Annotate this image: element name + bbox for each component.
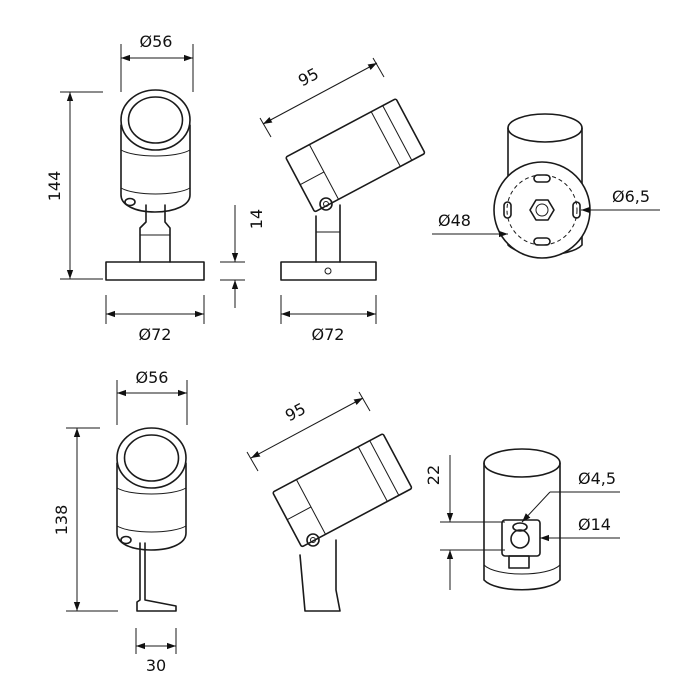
view-side-base-mount: 95 14 Ø72 bbox=[220, 57, 426, 344]
view-spike-back: 22 Ø4,5 Ø14 bbox=[424, 448, 620, 591]
v4-head-diameter-label: Ø56 bbox=[136, 368, 169, 387]
v4-spike-offset-label: 30 bbox=[146, 656, 166, 675]
v3-bolt-circle-label: Ø48 bbox=[438, 211, 471, 230]
v3-hole-label: Ø6,5 bbox=[612, 187, 650, 206]
v2-base-diameter-label: Ø72 bbox=[312, 325, 345, 344]
view-front-spike: Ø56 138 30 bbox=[52, 368, 188, 675]
v1-head-diameter-label: Ø56 bbox=[140, 32, 173, 51]
v1-height-label: 144 bbox=[45, 171, 64, 202]
v6-bracket-label: Ø14 bbox=[578, 515, 611, 534]
v6-offset-label: 22 bbox=[424, 465, 443, 485]
v4-height-label: 138 bbox=[52, 505, 71, 536]
v5-length-label: 95 bbox=[282, 399, 309, 425]
view-base-bottom: Ø6,5 Ø48 bbox=[432, 113, 660, 259]
v2-base-thickness-label: 14 bbox=[247, 209, 266, 229]
view-front-base-mount: Ø56 144 Ø72 bbox=[45, 32, 205, 344]
v1-base-diameter-label: Ø72 bbox=[139, 325, 172, 344]
v6-hole-label: Ø4,5 bbox=[578, 469, 616, 488]
view-side-spike: 95 bbox=[246, 391, 413, 612]
v2-length-label: 95 bbox=[295, 64, 322, 90]
